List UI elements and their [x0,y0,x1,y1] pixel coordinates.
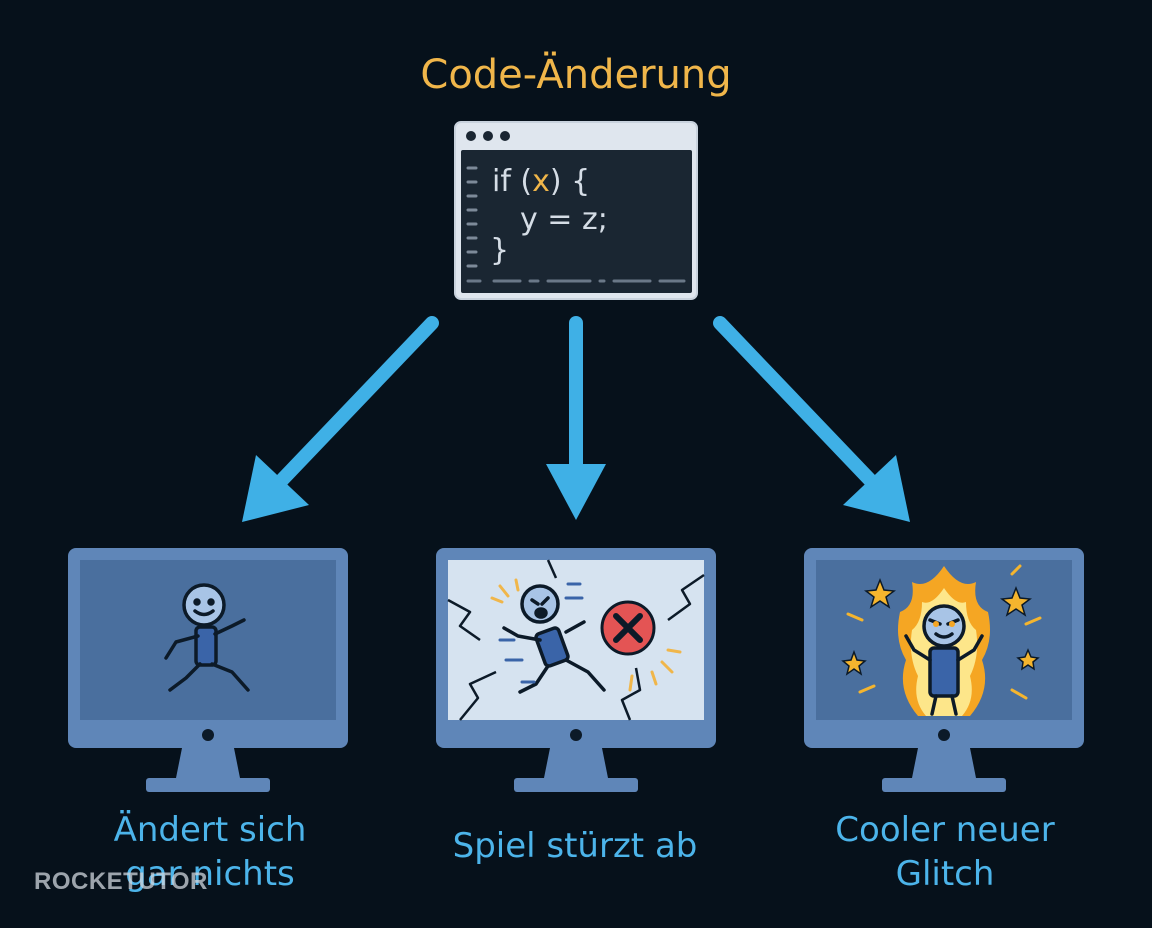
code-line-3: } [490,233,509,268]
diagram-title: Code-Änderung [420,52,732,98]
star-icon [841,577,1040,676]
outcome-label-1: Ändert sich gar nichts [60,808,360,896]
code-line-2: y = z; [520,202,608,237]
code-line-1: if (x) { [492,164,590,199]
energy-sparks [846,564,1042,700]
monitor-2 [436,548,716,792]
line-gutter [466,166,478,268]
outcome-label-2-line-1: Spiel stürzt ab [452,826,698,866]
motion-dashes [498,582,584,684]
outcome-label-2: Spiel stürzt ab [420,824,730,868]
window-dots-icon [466,131,510,141]
screen-crack-lines [447,559,705,721]
powered-figure-icon [904,604,984,716]
crashing-figure-icon [502,584,606,694]
monitor-1 [68,548,348,792]
crash-x-icon [600,600,656,656]
code-window: if (x) { y = z; } [454,121,698,300]
stick-figure-running-icon [164,583,250,692]
watermark-logo: ROCKETUTOR [34,868,208,895]
arrow-right [713,316,910,522]
arrow-middle [546,316,606,520]
monitor-3 [804,548,1084,792]
outcome-label-3-line-1: Cooler neuer [835,810,1055,850]
outcome-label-3: Cooler neuer Glitch [795,808,1095,896]
impact-sparks [490,578,682,692]
arrow-left [242,316,439,522]
outcome-label-1-line-2: gar nichts [125,854,295,894]
arrows [242,316,910,522]
outcome-label-3-line-2: Glitch [895,854,995,894]
outcome-label-1-line-1: Ändert sich [113,810,307,850]
